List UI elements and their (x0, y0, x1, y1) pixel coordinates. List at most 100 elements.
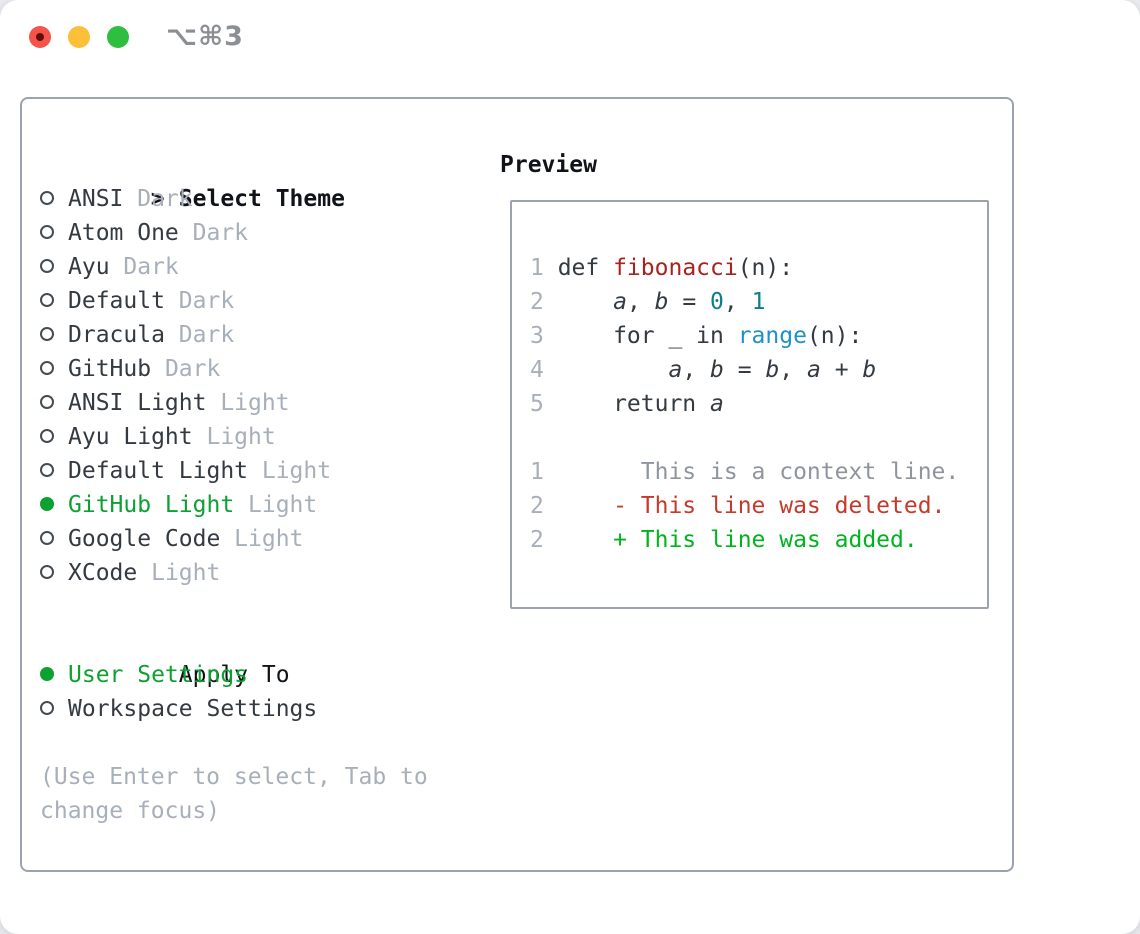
code-segment-var: a (668, 357, 683, 383)
radio-icon (40, 258, 54, 273)
option-label: Dracula (68, 322, 165, 348)
code-segment-code: = (723, 357, 766, 383)
option-label: Default (68, 288, 165, 314)
option-label: GitHub Light (68, 492, 235, 518)
code-segment-code (558, 357, 669, 383)
marker-cell (40, 182, 68, 216)
marker-cell (40, 420, 68, 454)
code-segment-code: for _ in (557, 323, 738, 349)
preview-line: 2 - This line was deleted. (530, 489, 959, 523)
line-number: 1 (530, 459, 544, 485)
radio-icon (40, 700, 54, 715)
marker-cell (40, 352, 68, 386)
option-label: Default Light (68, 458, 249, 484)
hint-line: change focus) (40, 798, 221, 824)
marker-cell (40, 386, 68, 420)
titlebar: ⌥⌘3 (0, 0, 1140, 74)
record-dot-icon (36, 33, 44, 41)
code-segment-code: (n): (737, 255, 794, 281)
theme-variant-tag: Light (151, 560, 221, 586)
minimize-button[interactable] (68, 26, 90, 48)
zoom-button[interactable] (107, 26, 129, 48)
option-label: ANSI (68, 186, 124, 212)
marker-cell (40, 318, 68, 352)
theme-variant-tag: Light (206, 424, 276, 450)
preview-line: 4 a, b = b, a + b (530, 353, 959, 387)
apply-to-heading-row: Apply To (40, 624, 490, 688)
theme-variant-tag: Light (220, 390, 290, 416)
radio-icon (40, 462, 54, 477)
preview-line: 2 + This line was added. (530, 523, 959, 557)
marker-cell (40, 556, 68, 590)
preview-line: 1 This is a context line. (530, 455, 959, 489)
spacer (40, 590, 490, 624)
marker-cell (40, 216, 68, 250)
code-segment-var: b (654, 289, 669, 315)
marker-cell (40, 250, 68, 284)
preview-line (530, 421, 959, 455)
marker-cell (40, 454, 68, 488)
theme-option-google-code[interactable]: Google Code Light (40, 522, 490, 556)
option-label: Ayu Light (68, 424, 193, 450)
select-theme-heading-row: > Select Theme (40, 148, 490, 212)
radio-icon (40, 394, 54, 409)
option-label: GitHub (68, 356, 152, 382)
theme-variant-tag: Dark (178, 322, 235, 348)
radio-icon (40, 190, 54, 205)
code-segment-func: fibonacci (613, 255, 738, 281)
apply-option-user-settings[interactable]: User Settings (40, 658, 490, 692)
code-segment-code: return (557, 391, 711, 417)
marker-cell (40, 284, 68, 318)
close-button[interactable] (29, 26, 51, 48)
marker-cell (40, 488, 68, 522)
code-segment-code: (n): (806, 323, 863, 349)
theme-option-dracula[interactable]: Dracula Dark (40, 318, 490, 352)
theme-variant-tag: Dark (137, 186, 193, 212)
code-segment-code: def (557, 255, 614, 281)
preview-heading: Preview (500, 152, 597, 178)
radio-icon (40, 530, 54, 545)
apply-option-workspace-settings[interactable]: Workspace Settings (40, 692, 490, 726)
theme-option-default[interactable]: Default Dark (40, 284, 490, 318)
spacer (40, 726, 490, 760)
code-segment-builtin: range (737, 323, 807, 349)
line-number: 4 (530, 357, 544, 383)
preview-line: 5 return a (530, 387, 959, 421)
radio-icon (40, 360, 54, 375)
code-segment-var: b (710, 357, 724, 383)
radio-icon (40, 428, 54, 443)
option-label: Ayu (68, 254, 110, 280)
cursor-caret-icon: > (150, 186, 165, 212)
theme-variant-tag: Dark (178, 288, 235, 314)
option-label: Google Code (68, 526, 221, 552)
radio-icon (40, 564, 54, 579)
code-segment-num: 1 (751, 289, 766, 315)
line-number: 1 (530, 255, 544, 281)
theme-variant-tag: Dark (164, 356, 221, 382)
marker-cell (40, 522, 68, 556)
code-segment-ctx: This is a context line. (557, 459, 960, 485)
theme-option-github[interactable]: GitHub Dark (40, 352, 490, 386)
code-segment-del: - This line was deleted. (557, 493, 946, 519)
preview-line: 3 for _ in range(n): (530, 319, 959, 353)
theme-option-ansi[interactable]: ANSI Dark (40, 182, 490, 216)
theme-variant-tag: Light (234, 526, 304, 552)
line-number: 5 (530, 391, 544, 417)
select-theme-heading: Select Theme (178, 186, 345, 212)
code-segment-code: , (723, 289, 752, 315)
line-number: 2 (530, 289, 544, 315)
theme-option-ayu-light[interactable]: Ayu Light Light (40, 420, 490, 454)
code-segment-var: a (613, 289, 627, 315)
preview-line: 1 def fibonacci(n): (530, 251, 959, 285)
